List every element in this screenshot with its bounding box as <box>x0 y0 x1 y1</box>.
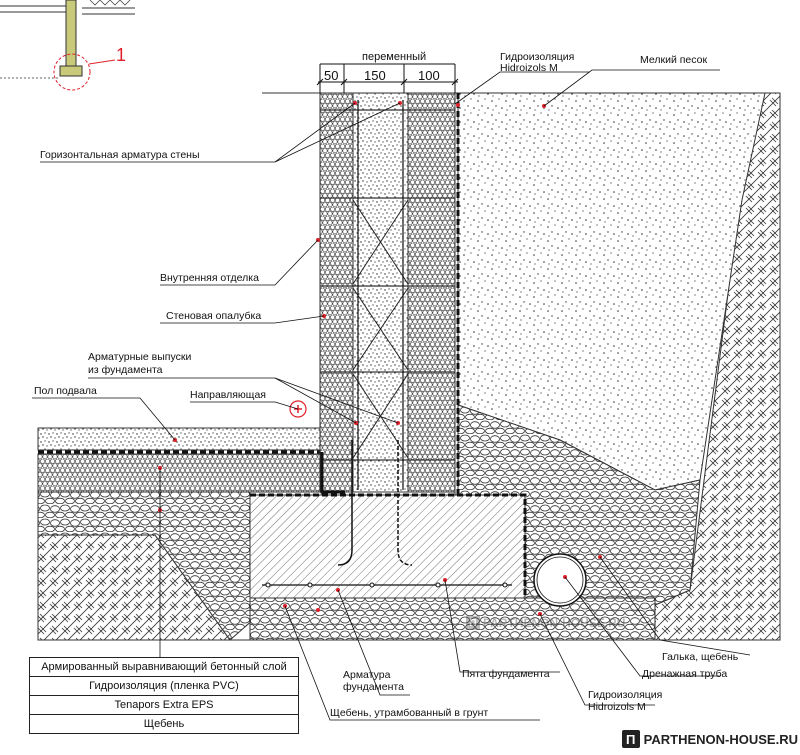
label-horizontal-rebar: Горизонтальная арматура стены <box>40 149 200 161</box>
drain-pipe <box>533 553 587 607</box>
parthenon-logo-icon: Π <box>466 616 480 630</box>
label-waterproofing-bottom-brand: Hidroizols M <box>588 701 646 713</box>
inset-thumbnail <box>0 0 135 91</box>
footing <box>249 494 526 599</box>
label-drain-pipe: Дренажная труба <box>642 668 727 680</box>
layer-legend: Армированный выравнивающий бетонный слой… <box>29 657 299 734</box>
leveling-concrete-slab <box>37 427 321 451</box>
label-waterproofing-top: Гидроизоляция <box>500 51 574 63</box>
label-gravel: Галька, щебень <box>662 651 739 663</box>
label-crushed-stone: Щебень, утрамбованный в грунт <box>330 707 488 719</box>
dim-100: 100 <box>418 68 440 83</box>
label-guide: Направляющая <box>190 389 266 401</box>
label-rebar-outlets-2: из фундамента <box>88 364 163 376</box>
legend-row: Гидроизоляция (пленка PVC) <box>29 676 299 696</box>
label-foundation-rebar: Арматура <box>343 669 391 681</box>
dimension-lines <box>316 63 459 93</box>
wall-concrete-core <box>352 92 409 493</box>
footing-rebar-dots <box>265 582 508 588</box>
label-footing: Пята фундамента <box>462 668 550 680</box>
callout-number: 1 <box>116 45 126 65</box>
dim-150: 150 <box>364 68 386 83</box>
callout-circle <box>53 53 91 91</box>
parthenon-logo-icon: Π <box>621 730 640 748</box>
label-foundation-rebar-2: фундамента <box>343 681 404 693</box>
crushed-stone-under-footing <box>249 597 656 641</box>
label-waterproofing-bottom: Гидроизоляция <box>588 689 662 701</box>
block-joints <box>320 109 455 461</box>
wall-eps-outer <box>407 92 456 493</box>
legend-row: Армированный выравнивающий бетонный слой <box>29 657 299 677</box>
dim-variable: переменный <box>362 51 426 63</box>
label-rebar-outlets: Арматурные выпуски <box>88 351 191 363</box>
legend-row: Щебень <box>29 714 299 734</box>
label-fine-sand: Мелкий песок <box>640 54 707 66</box>
wall-eps-inner <box>319 92 354 493</box>
leader-lines <box>32 69 751 721</box>
label-basement-floor: Пол подвала <box>34 385 97 397</box>
label-interior-finish: Внутренняя отделка <box>160 272 259 284</box>
label-wall-formwork: Стеновая опалубка <box>166 310 261 322</box>
legend-row: Tenapors Extra EPS <box>29 695 299 715</box>
dim-50: 50 <box>324 68 338 83</box>
eps-insulation-layer <box>37 453 321 493</box>
watermark-corner: Π PARTHENON-HOUSE.RU <box>621 730 798 748</box>
label-waterproofing-top-brand: Hidroizols M <box>500 62 558 74</box>
watermark-center: Π PARTHENON-HOUSE.RU <box>466 616 625 630</box>
plus-marker <box>289 400 307 418</box>
form-ties <box>352 199 409 459</box>
